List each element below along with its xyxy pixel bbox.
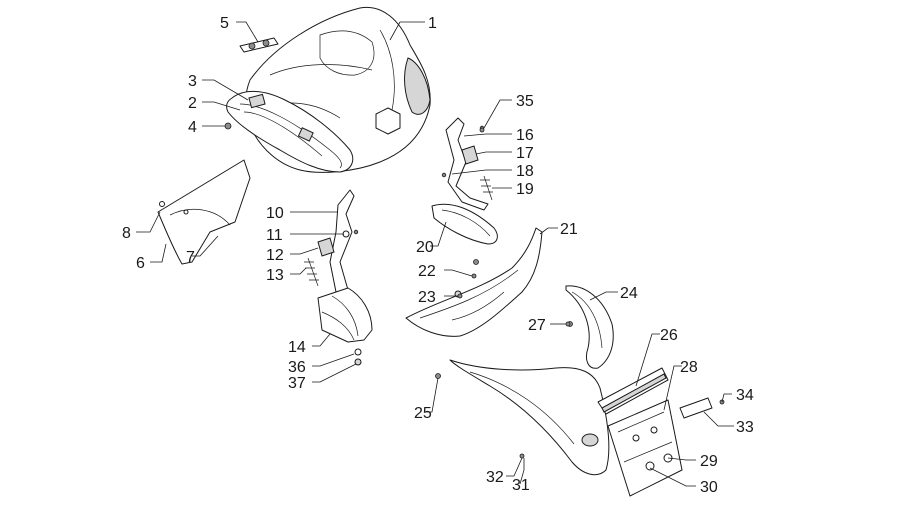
callout-30: 30 xyxy=(700,479,718,496)
callout-6: 6 xyxy=(136,255,145,272)
part-plate-holder-28 xyxy=(607,399,683,497)
callout-29: 29 xyxy=(700,453,718,470)
callout-34: 34 xyxy=(736,387,754,404)
callout-25: 25 xyxy=(414,405,432,422)
callout-35: 35 xyxy=(516,93,534,110)
part-fender-upper-24 xyxy=(565,285,614,369)
callout-1: 1 xyxy=(428,15,437,32)
callout-27: 27 xyxy=(528,317,546,334)
callout-24: 24 xyxy=(620,285,638,302)
part-mudguard-25 xyxy=(435,359,610,476)
callout-21: 21 xyxy=(560,221,578,238)
part-clip-5 xyxy=(239,37,279,53)
leader-lines xyxy=(136,21,734,487)
callout-2: 2 xyxy=(188,95,197,112)
callout-31: 31 xyxy=(512,477,530,494)
small-fasteners xyxy=(457,127,571,459)
callout-32: 32 xyxy=(486,469,504,486)
callout-22: 22 xyxy=(418,263,436,280)
part-small-plate-33 xyxy=(679,397,725,419)
callout-26: 26 xyxy=(660,327,678,344)
callout-23: 23 xyxy=(418,289,436,306)
callout-37: 37 xyxy=(288,375,306,392)
callout-4: 4 xyxy=(188,119,197,136)
callout-3: 3 xyxy=(188,73,197,90)
callout-12: 12 xyxy=(266,247,284,264)
part-reflector-26 xyxy=(597,367,669,415)
part-tray-20 xyxy=(431,203,498,245)
callout-7: 7 xyxy=(186,249,195,266)
callout-28: 28 xyxy=(680,359,698,376)
part-right-bracket xyxy=(441,117,493,211)
callout-18: 18 xyxy=(516,163,534,180)
callout-labels: 1 2 3 4 5 6 7 8 10 11 12 13 14 16 17 18 … xyxy=(122,15,754,496)
part-left-bracket xyxy=(304,189,359,293)
callout-14: 14 xyxy=(288,339,306,356)
part-inner-bracket xyxy=(226,91,354,173)
callout-16: 16 xyxy=(516,127,534,144)
callout-5: 5 xyxy=(220,15,229,32)
part-screw-4 xyxy=(224,122,232,130)
callout-10: 10 xyxy=(266,205,284,222)
callout-11: 11 xyxy=(266,227,283,244)
callout-17: 17 xyxy=(516,145,534,162)
callout-13: 13 xyxy=(266,267,284,284)
callout-19: 19 xyxy=(516,181,534,198)
callout-20: 20 xyxy=(416,239,434,256)
callout-36: 36 xyxy=(288,359,306,376)
callout-8: 8 xyxy=(122,225,131,242)
hex-mark-icon xyxy=(375,107,401,135)
part-lower-cover-14 xyxy=(317,287,373,366)
callout-33: 33 xyxy=(736,419,754,436)
part-side-panel xyxy=(157,159,251,265)
